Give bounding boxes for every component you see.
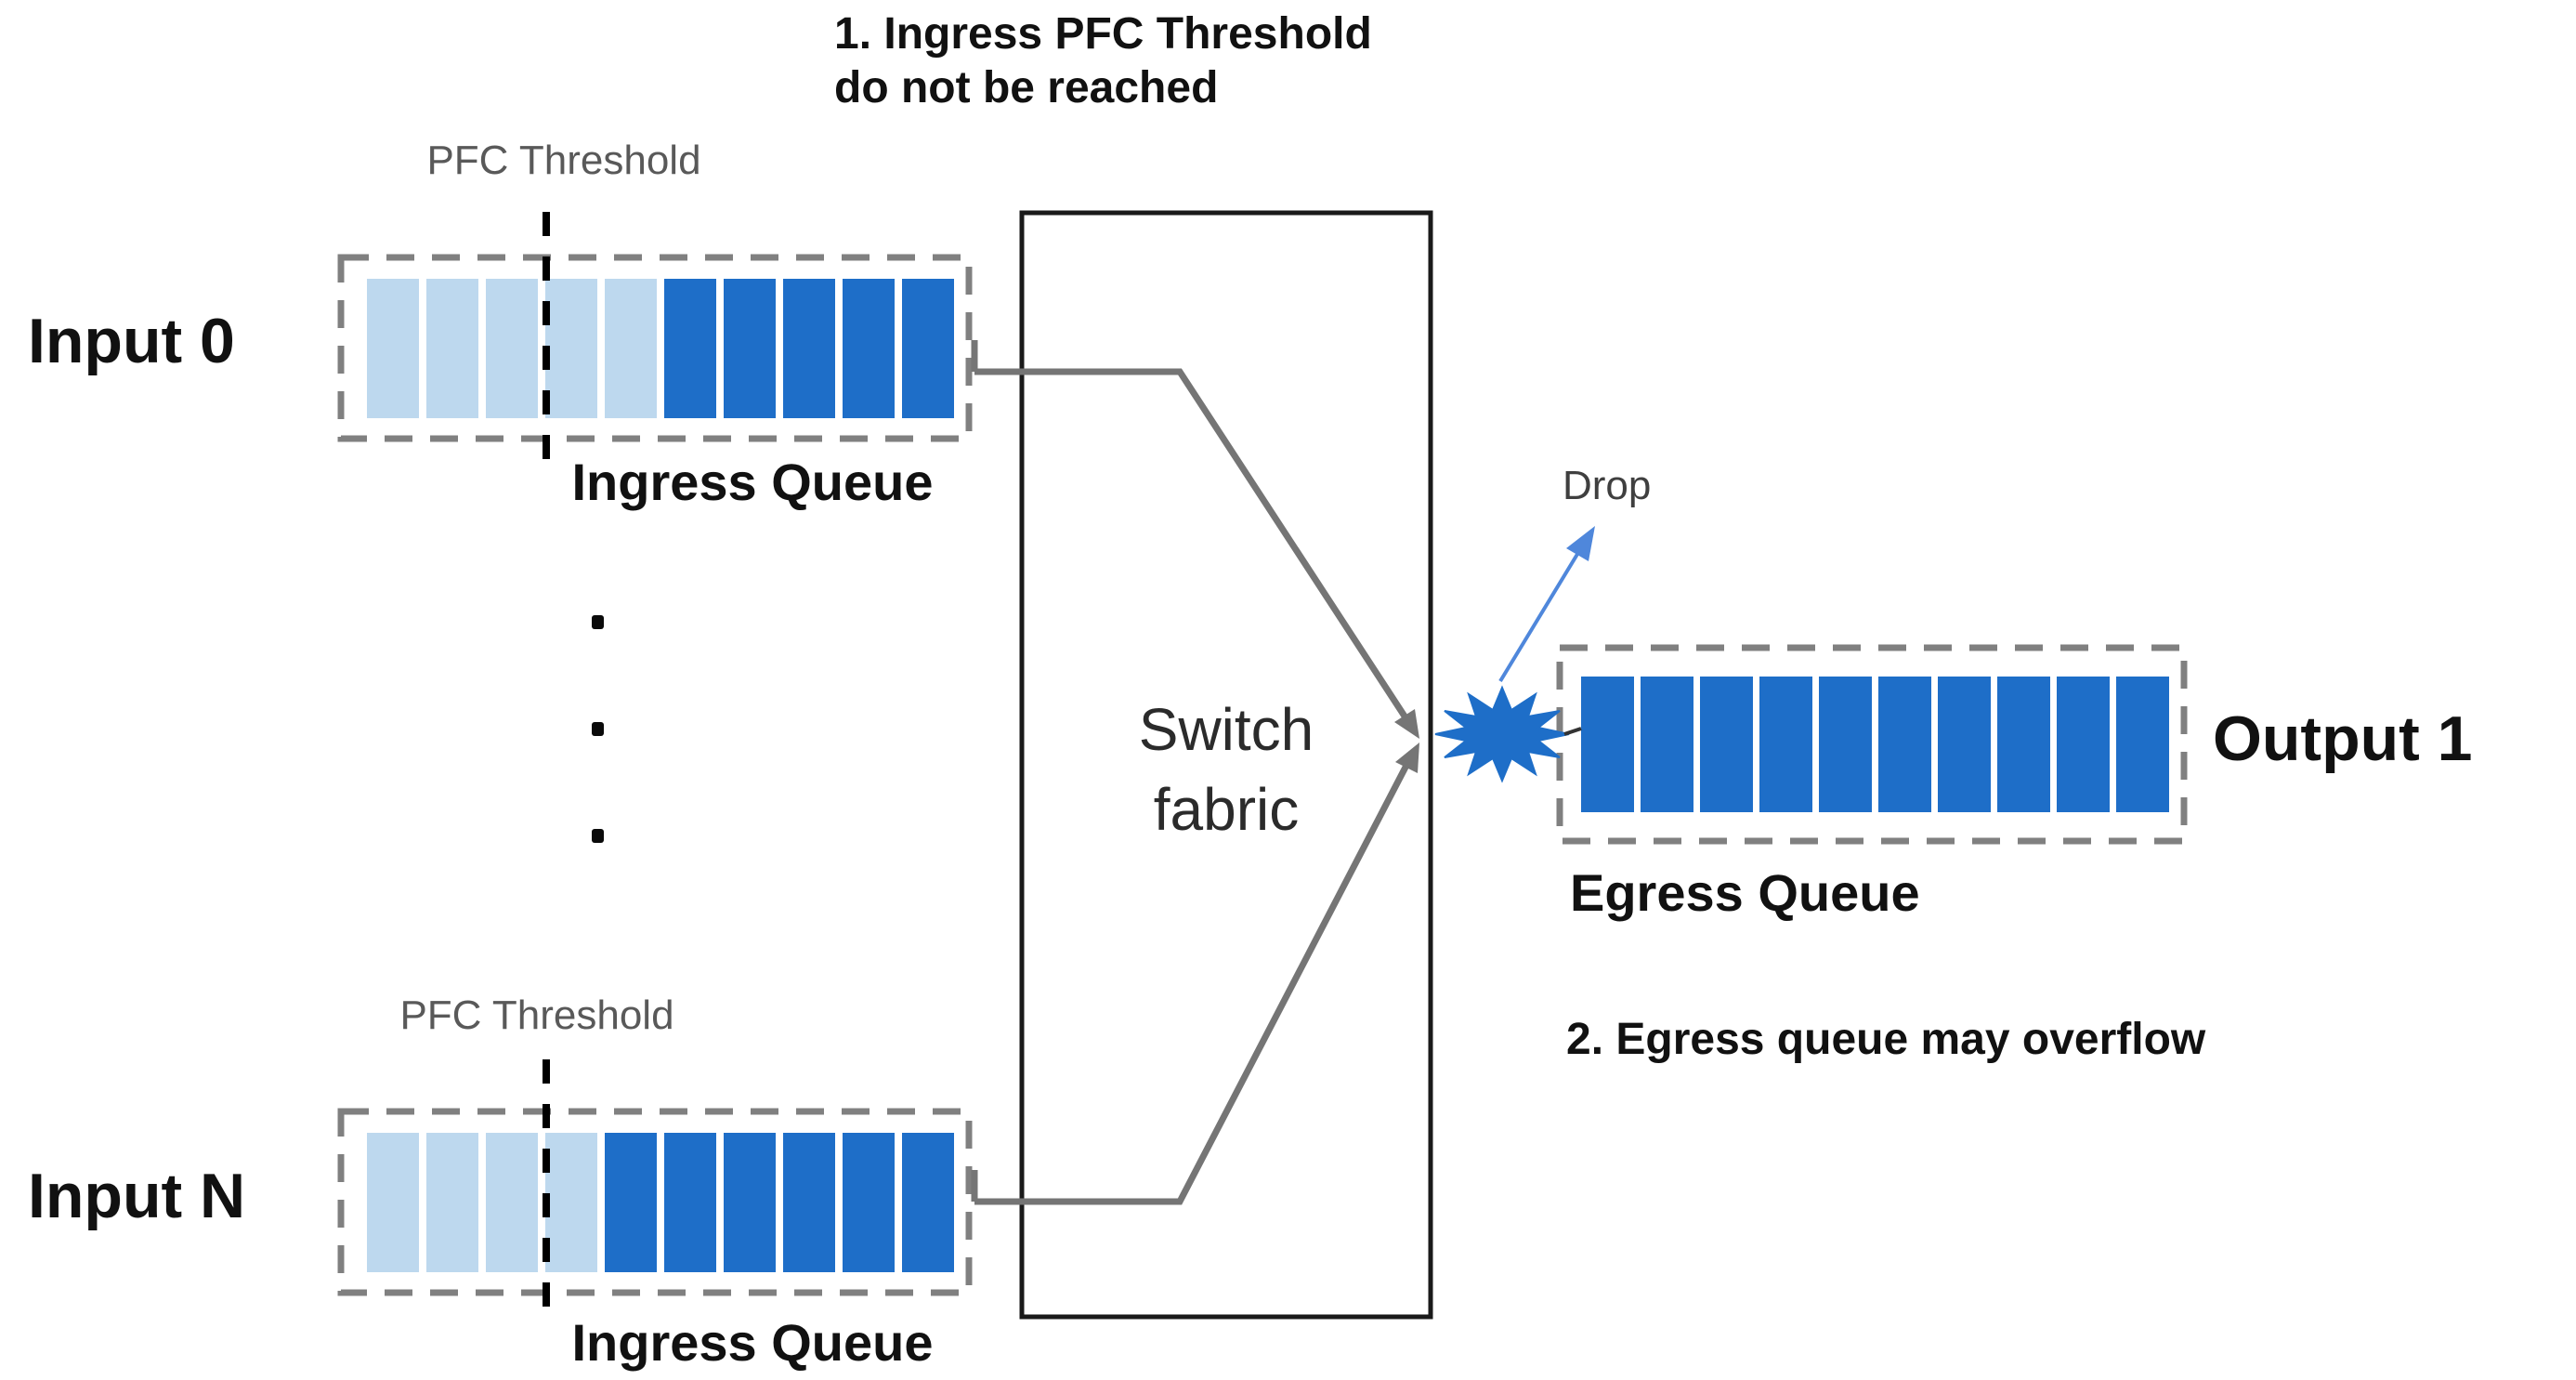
queue-cell-dark [902, 279, 954, 418]
queue-cell-light [486, 279, 538, 418]
queue-cell-light [367, 1133, 419, 1272]
ellipsis-dot [592, 829, 604, 843]
annotation-ingress-threshold: 1. Ingress PFC Threshold do not be reach… [834, 9, 1372, 112]
connector-input0-line [974, 368, 1415, 729]
vertical-ellipsis [592, 615, 604, 843]
queue-cell-dark [1759, 677, 1812, 812]
queue-cell-dark [1878, 677, 1931, 812]
queue-cell-dark [1997, 677, 2050, 812]
queue-cell-dark [664, 279, 716, 418]
queue-cell-light [426, 279, 478, 418]
input0-label: Input 0 [28, 306, 235, 376]
egress-queue-output1 [1581, 677, 2169, 812]
queue-cell-dark [2057, 677, 2110, 812]
queue-cell-dark [1641, 677, 1693, 812]
burst-egress-link [1563, 727, 1582, 736]
queue-cell-dark [605, 1133, 657, 1272]
queue-cell-dark [843, 1133, 895, 1272]
queue-cell-dark [783, 1133, 835, 1272]
ingress-queue-inputN [367, 1133, 954, 1272]
queue-cell-dark [1700, 677, 1753, 812]
queue-cell-dark [902, 1133, 954, 1272]
switch-fabric-label: Switch fabric [1138, 696, 1314, 844]
ellipsis-dot [592, 722, 604, 736]
ingress-queue-label-inputN: Ingress Queue [571, 1313, 934, 1372]
queue-cell-light [426, 1133, 478, 1272]
ingress-queue-input0 [367, 279, 954, 418]
queue-cell-dark [1581, 677, 1634, 812]
pfc-threshold-label-input0: PFC Threshold [426, 138, 701, 183]
egress-queue-label: Egress Queue [1570, 863, 1920, 922]
inputN-label: Input N [28, 1161, 246, 1231]
queue-cell-light [605, 279, 657, 418]
ingress-queue-label-input0: Ingress Queue [571, 453, 934, 511]
ellipsis-dot [592, 615, 604, 629]
output1-label: Output 1 [2213, 703, 2473, 774]
queue-cell-dark [664, 1133, 716, 1272]
queue-cell-dark [724, 1133, 776, 1272]
queue-cell-light [545, 1133, 597, 1272]
queue-cell-dark [1938, 677, 1991, 812]
drop-arrow [1498, 549, 1581, 683]
congestion-burst-icon [1434, 685, 1570, 783]
drop-label: Drop [1563, 463, 1652, 508]
queue-cell-light [367, 279, 419, 418]
queue-cell-dark [843, 279, 895, 418]
drop-arrowhead [1566, 526, 1595, 561]
queue-cell-dark [2116, 677, 2169, 812]
queue-cell-dark [783, 279, 835, 418]
queue-cell-light [486, 1133, 538, 1272]
queue-cell-dark [1819, 677, 1872, 812]
annotation-egress-overflow: 2. Egress queue may overflow [1566, 1015, 2206, 1064]
queue-cell-dark [724, 279, 776, 418]
queue-cell-light [545, 279, 597, 418]
pfc-threshold-label-inputN: PFC Threshold [399, 992, 674, 1038]
